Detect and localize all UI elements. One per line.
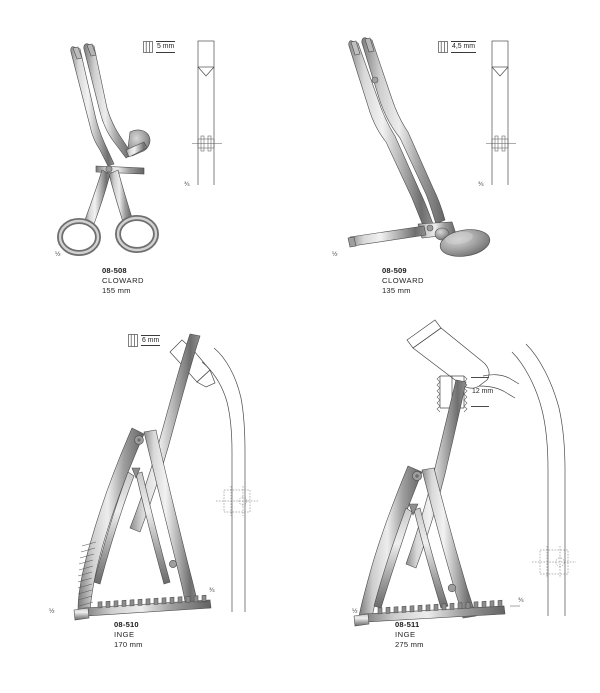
blade-width-icon (438, 41, 448, 53)
measurement-value: 4,5 mm (451, 41, 476, 53)
catalog-name: CLOWARD (382, 276, 425, 286)
scale-fraction-detail-08-508: ¾ (184, 181, 190, 188)
caption-08-510: 08-510 INGE 170 mm (114, 620, 143, 650)
detail-drawing-08-510 (198, 347, 258, 612)
measurement-value: 5 mm (156, 41, 176, 53)
detail-drawing-08-511 (510, 343, 576, 616)
instrument-photo-08-511 (353, 379, 506, 627)
scale-fraction-detail-08-509: ¾ (478, 181, 484, 188)
scale-fraction-detail-08-511: ¾ (518, 597, 524, 604)
leader-line-bottom (471, 405, 489, 407)
item-block-08-508: 5 mm ½ (0, 0, 300, 320)
scale-fraction-detail-08-510: ¾ (209, 587, 215, 594)
scale-fraction-photo-08-509: ½ (332, 251, 338, 258)
item-block-08-509: 4,5 mm ½ (300, 0, 600, 320)
scale-fraction-photo-08-510: ½ (49, 608, 55, 615)
scale-fraction-photo-08-508: ½ (55, 251, 61, 258)
catalog-name: CLOWARD (102, 276, 145, 286)
collar-detail (192, 135, 222, 152)
blade-width-icon (128, 334, 138, 347)
hinge-detail (216, 486, 258, 516)
catalog-code: 08-509 (382, 266, 407, 275)
catalog-name: INGE (114, 630, 135, 640)
measurement-badge-08-510: 6 mm (128, 334, 161, 347)
catalog-size: 135 mm (382, 286, 411, 296)
catalog-code: 08-511 (395, 620, 420, 629)
scale-fraction-photo-08-511: ½ (352, 608, 358, 615)
instrument-photo-08-508 (57, 43, 159, 256)
instrument-photo-08-509 (347, 37, 491, 257)
leader-line-top (471, 377, 489, 379)
measurement-value: 6 mm (141, 334, 161, 347)
item-block-08-510: 6 mm ½ (0, 320, 300, 693)
ratchet-teeth (377, 599, 503, 615)
instrument-photo-08-510 (73, 333, 212, 621)
grip-serrations (77, 541, 97, 607)
detail-drawing-08-509 (486, 40, 516, 185)
collar-detail (486, 135, 516, 152)
catalog-code: 08-508 (102, 266, 127, 275)
caption-08-511: 08-511 INGE 275 mm (395, 620, 424, 650)
blade-width-icon (143, 41, 153, 53)
caption-08-508: 08-508 CLOWARD 155 mm (102, 266, 144, 296)
catalog-size: 170 mm (114, 640, 143, 650)
measurement-value: 12 mm (472, 388, 494, 396)
caption-08-509: 08-509 CLOWARD 135 mm (382, 266, 424, 296)
catalog-size: 275 mm (395, 640, 424, 650)
measurement-badge-08-508: 5 mm (143, 41, 176, 53)
item-block-08-511: 12 mm ½ (300, 319, 600, 693)
ratchet-teeth (97, 594, 207, 609)
catalog-name: INGE (395, 630, 416, 640)
catalog-size: 155 mm (102, 286, 131, 296)
measurement-badge-08-509: 4,5 mm (438, 41, 476, 53)
detail-drawing-08-508 (192, 40, 222, 185)
hinge-detail (532, 546, 576, 578)
catalog-code: 08-510 (114, 620, 139, 629)
